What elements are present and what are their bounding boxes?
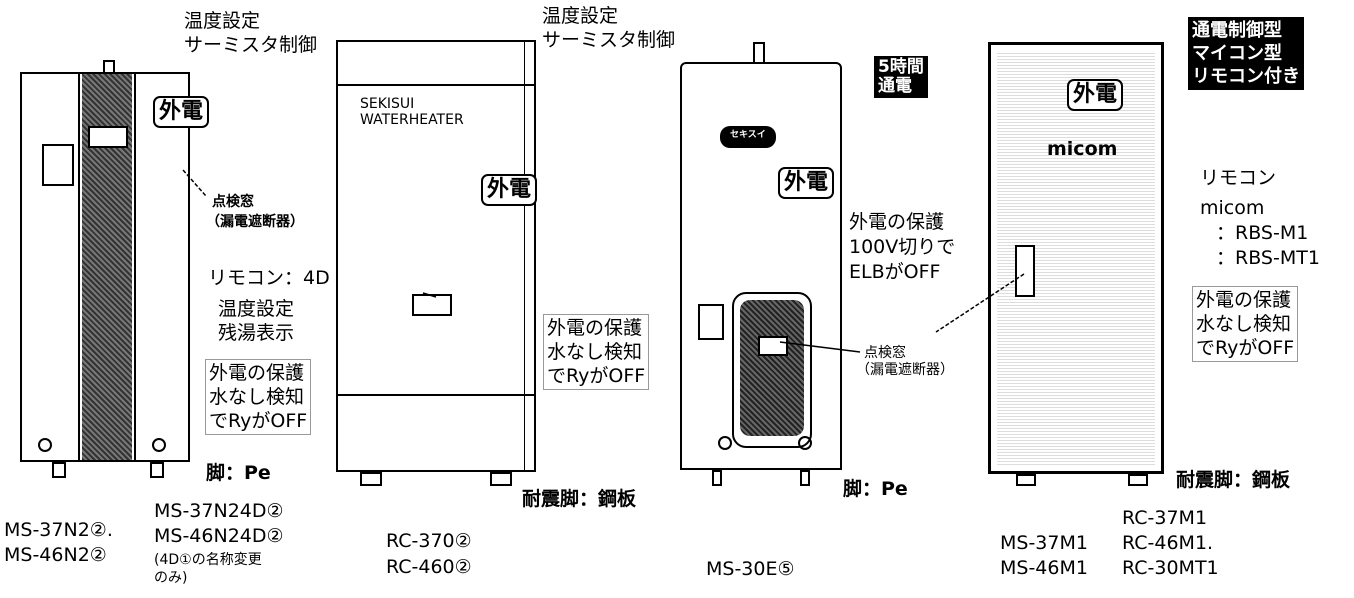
display-window-3 bbox=[758, 336, 788, 356]
leader-line-1 bbox=[182, 169, 207, 197]
protect-line-1b: 水なし検知 bbox=[209, 386, 305, 408]
model-rc46m1: RC-46M1. bbox=[1122, 532, 1214, 554]
time-badge: 5時間 通電 bbox=[874, 56, 928, 98]
gaiden-badge-1: 外電 bbox=[153, 96, 210, 128]
gaiden-badge-4: 外電 bbox=[1067, 79, 1124, 111]
model-ms46n2: MS-46N2② bbox=[4, 544, 107, 566]
protect-line-4c: でRyがOFF bbox=[1196, 337, 1295, 359]
model-ms37n24d: MS-37N24D② bbox=[154, 500, 284, 522]
remote-4: リモコン bbox=[1200, 167, 1277, 189]
leg-label-1: 脚：Pe bbox=[206, 462, 271, 484]
protect-note-1: 外電の保護 水なし検知 でRyがOFF bbox=[205, 359, 312, 435]
header-temp-2: 温度設定 bbox=[184, 10, 261, 32]
bottom-band-line bbox=[338, 394, 534, 396]
type-badge-line3: リモコン付き bbox=[1192, 66, 1300, 87]
protect-note-4: 外電の保護 水なし検知 でRyがOFF bbox=[1192, 286, 1299, 362]
type-badge-line2: マイコン型 bbox=[1192, 43, 1282, 64]
temp-setting-label-1: 温度設定 bbox=[218, 298, 295, 320]
top-band-line bbox=[338, 84, 534, 86]
gaiden-badge-2: 外電 bbox=[481, 174, 538, 206]
bottom-knob-3r bbox=[798, 436, 812, 450]
header-temp-3: 温度設定 bbox=[542, 5, 619, 27]
foot-3-right bbox=[800, 470, 810, 486]
foot-2-right bbox=[490, 472, 512, 486]
leg-label-4: 耐震脚：鋼板 bbox=[1176, 469, 1291, 491]
inspect-window-sub-3: （漏電遮断器） bbox=[856, 362, 954, 378]
heater-unit-1 bbox=[0, 0, 370, 598]
model-ms46n24d: MS-46N24D② bbox=[154, 525, 284, 547]
type-badge: 通電制御型 マイコン型 リモコン付き bbox=[1188, 17, 1304, 90]
protect-line-4a: 外電の保護 bbox=[1196, 289, 1292, 311]
header-thermistor-2: サーミスタ制御 bbox=[184, 34, 318, 56]
leader-line-4 bbox=[935, 273, 1025, 333]
bottom-knob-3l bbox=[718, 436, 732, 450]
heater-body bbox=[20, 72, 190, 462]
panel-divider-right bbox=[134, 74, 136, 460]
right-edge-line bbox=[524, 42, 525, 470]
model-rc37m1: RC-37M1 bbox=[1122, 507, 1208, 529]
display-window-4 bbox=[1015, 245, 1035, 297]
protect-line-3a: 外電の保護 bbox=[849, 211, 945, 233]
bottom-knob-right bbox=[152, 438, 166, 452]
protect-line-2b: 水なし検知 bbox=[547, 341, 643, 363]
rename-note-1: (4D①の名称変更 bbox=[154, 552, 262, 568]
micom-label: micom bbox=[1047, 138, 1118, 160]
model-ms37m1: MS-37M1 bbox=[1000, 532, 1088, 554]
brand-sekisui: SEKISUI bbox=[360, 96, 415, 112]
protect-line-2a: 外電の保護 bbox=[547, 317, 643, 339]
protect-note-2: 外電の保護 水なし検知 でRyがOFF bbox=[543, 314, 650, 390]
model-rc30mt1: RC-30MT1 bbox=[1122, 557, 1219, 579]
foot-left bbox=[52, 462, 66, 478]
logo-hexagon bbox=[720, 126, 776, 148]
protect-line-1a: 外電の保護 bbox=[209, 362, 305, 384]
leg-label-3: 脚：Pe bbox=[843, 478, 908, 500]
foot-4-left bbox=[1016, 474, 1036, 486]
remaining-label-1: 残湯表示 bbox=[218, 322, 295, 344]
foot-3-left bbox=[712, 470, 722, 486]
foot-4-right bbox=[1128, 474, 1148, 486]
heater-body-2 bbox=[336, 40, 536, 472]
remote-label-1: リモコン：4D bbox=[208, 267, 330, 289]
bottom-knob-left bbox=[38, 438, 52, 452]
leader-line-2 bbox=[422, 292, 437, 298]
leader-line-3 bbox=[779, 341, 861, 353]
time-badge-line2: 通電 bbox=[878, 76, 912, 96]
inspect-window-label-3: 点検窓 bbox=[864, 345, 906, 361]
remote-4-rbs-mt1: ：RBS-MT1 bbox=[1216, 247, 1320, 269]
inspect-window-label-1: 点検窓 bbox=[212, 194, 254, 210]
model-ms46m1: MS-46M1 bbox=[1000, 557, 1088, 579]
type-badge-line1: 通電制御型 bbox=[1192, 20, 1282, 41]
model-rc370: RC-370② bbox=[386, 530, 472, 552]
protect-line-2c: でRyがOFF bbox=[547, 365, 646, 387]
protect-line-3b: 100V切りで bbox=[849, 236, 956, 258]
protect-line-1c: でRyがOFF bbox=[209, 410, 308, 432]
logo-text: セキスイ bbox=[730, 130, 766, 140]
model-ms30e: MS-30E⑤ bbox=[706, 558, 795, 580]
heater-body-4 bbox=[988, 42, 1164, 474]
model-ms37n2: MS-37N2②. bbox=[4, 519, 113, 541]
protect-line-4b: 水なし検知 bbox=[1196, 313, 1292, 335]
protect-line-3c: ELBがOFF bbox=[849, 261, 941, 283]
gaiden-badge-3: 外電 bbox=[778, 167, 835, 199]
display-window bbox=[88, 126, 128, 148]
remote-4-rbs-m1: ：RBS-M1 bbox=[1216, 222, 1309, 244]
side-window-3 bbox=[698, 304, 724, 340]
rename-note-2: のみ) bbox=[154, 570, 188, 586]
remote-4-micom: micom bbox=[1200, 197, 1265, 219]
inspect-window-sub-1: （漏電遮断器） bbox=[206, 214, 304, 230]
side-window bbox=[42, 144, 74, 186]
foot-right bbox=[150, 462, 164, 478]
header-thermistor-3: サーミスタ制御 bbox=[542, 29, 676, 51]
heater-body-3 bbox=[680, 62, 842, 470]
time-badge-line1: 5時間 bbox=[878, 57, 924, 77]
foot-2-left bbox=[360, 472, 382, 486]
brand-waterheater: WATERHEATER bbox=[360, 112, 464, 128]
panel-divider-left bbox=[78, 74, 80, 460]
model-rc460: RC-460② bbox=[386, 556, 472, 578]
front-panel-outer bbox=[732, 292, 812, 448]
leg-label-2: 耐震脚：鋼板 bbox=[522, 488, 637, 510]
front-panel-mesh bbox=[740, 300, 804, 436]
